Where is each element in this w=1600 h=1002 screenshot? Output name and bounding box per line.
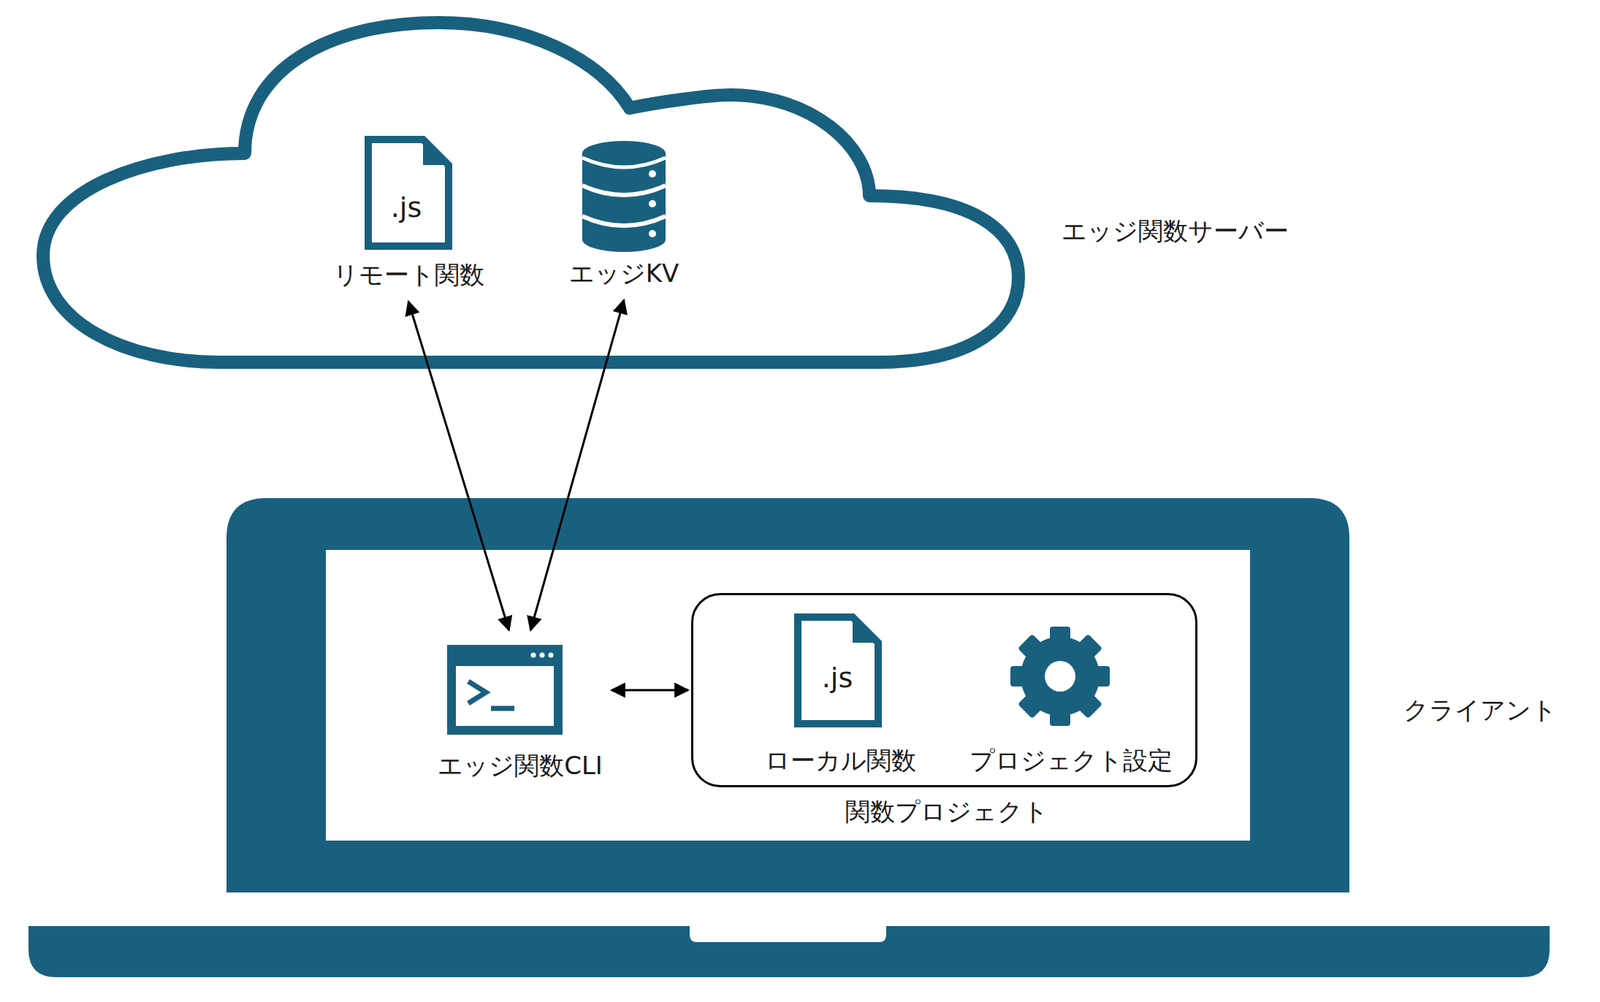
- file-extension: .js: [821, 664, 853, 692]
- connector-arrow: [530, 300, 624, 631]
- connector-arrow: [408, 301, 510, 631]
- file-icon: [368, 135, 453, 247]
- node-label: プロジェクト設定: [966, 745, 1176, 776]
- region-label: エッジ関数サーバー: [1061, 216, 1289, 247]
- database-icon: [582, 141, 666, 253]
- file-extension: .js: [390, 193, 422, 222]
- laptop-screen: [325, 550, 1251, 841]
- settings-icon-node: プロジェクト設定: [966, 629, 1176, 776]
- node-label: ローカル関数: [762, 745, 920, 776]
- region-label: 関数プロジェクト: [845, 797, 1049, 828]
- node-label: エッジ関数CLI: [434, 751, 606, 782]
- storage-icon-node: エッジKV: [566, 141, 683, 289]
- laptop-bezel: [226, 498, 1350, 893]
- laptop-region: クライアントエッジ関数CLI関数プロジェクトローカル関数プロジェクト設定: [226, 498, 1350, 893]
- project-box: 関数プロジェクトローカル関数プロジェクト設定: [691, 593, 1198, 788]
- gear-icon: [1010, 626, 1110, 727]
- region-label: クライアント: [1403, 695, 1557, 726]
- laptop-base: [28, 926, 1550, 978]
- terminal-icon: [447, 645, 563, 735]
- file-icon: [797, 613, 882, 725]
- node-label: リモート関数: [330, 260, 488, 291]
- node-label: エッジKV: [566, 258, 683, 289]
- laptop-notch: [689, 926, 887, 943]
- connector-arrow: [611, 689, 689, 692]
- cloud-outline: [43, 22, 1019, 363]
- cli-icon-node: エッジ関数CLI: [434, 645, 606, 782]
- cloud-region: エッジ関数サーバーリモート関数エッジKV: [43, 22, 1019, 368]
- file-icon-node: ローカル関数: [762, 615, 920, 776]
